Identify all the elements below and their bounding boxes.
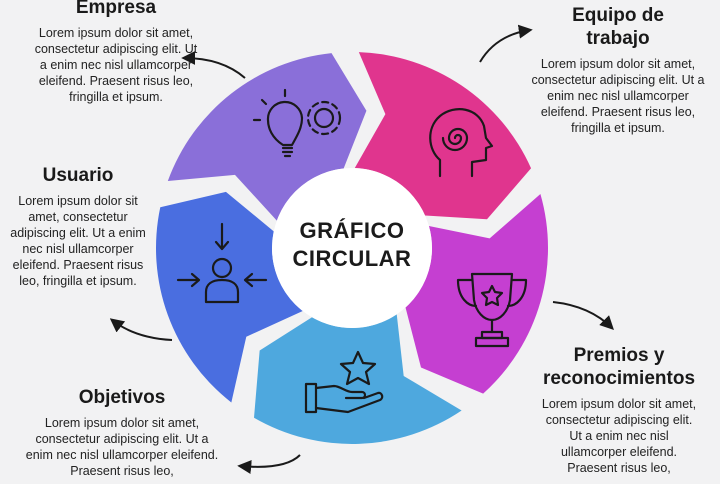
arrow-premios [552, 301, 614, 330]
text-usuario: Lorem ipsum dolor sit amet, consectetur … [10, 194, 146, 288]
text-premios: Lorem ipsum dolor sit amet, consectetur … [541, 397, 697, 475]
segment-premios [405, 193, 548, 394]
block-premios: Premios y reconocimientos Lorem ipsum do… [530, 344, 708, 476]
block-equipo: Equipo de trabajo Lorem ipsum dolor sit … [528, 4, 708, 136]
segment-usuario [156, 191, 303, 403]
heading-equipo: Equipo de trabajo [528, 4, 708, 50]
text-empresa: Lorem ipsum dolor sit amet, consectetur … [34, 26, 198, 104]
lightbulb-gear-icon [252, 88, 342, 158]
text-equipo: Lorem ipsum dolor sit amet, consectetur … [531, 57, 705, 135]
heading-equipo-line1: Equipo de [572, 5, 664, 26]
center-circle [272, 168, 432, 328]
head-spiral-icon [429, 108, 494, 178]
center-title-line2: CIRCULAR [292, 246, 412, 271]
center-title-line1: GRÁFICO [299, 218, 405, 243]
segment-equipo [354, 52, 532, 220]
text-objetivos: Lorem ipsum dolor sit amet, consectetur … [25, 416, 219, 478]
heading-usuario: Usuario [42, 165, 114, 186]
hand-star-icon [304, 350, 384, 414]
block-empresa: Empresa Lorem ipsum dolor sit amet, cons… [18, 0, 214, 105]
user-focus-icon [176, 222, 268, 304]
arrow-usuario [109, 318, 173, 341]
heading-equipo-line2: trabajo [586, 28, 650, 49]
trophy-icon [456, 272, 528, 348]
heading-empresa: Empresa [75, 0, 157, 18]
arrow-equipo [479, 24, 533, 63]
heading-premios: Premios y reconocimientos [530, 344, 708, 390]
arrow-objetivos [237, 454, 301, 474]
block-usuario: Usuario Lorem ipsum dolor sit amet, cons… [4, 164, 152, 289]
arrow-empresa [181, 51, 246, 79]
heading-premios-line1: Premios y [573, 345, 665, 366]
block-objetivos: Objetivos Lorem ipsum dolor sit amet, co… [22, 386, 222, 479]
segment-empresa [167, 53, 367, 221]
heading-premios-line2: reconocimientos [542, 368, 696, 389]
center-title: GRÁFICO CIRCULAR [282, 217, 422, 273]
heading-objetivos: Objetivos [78, 387, 166, 408]
